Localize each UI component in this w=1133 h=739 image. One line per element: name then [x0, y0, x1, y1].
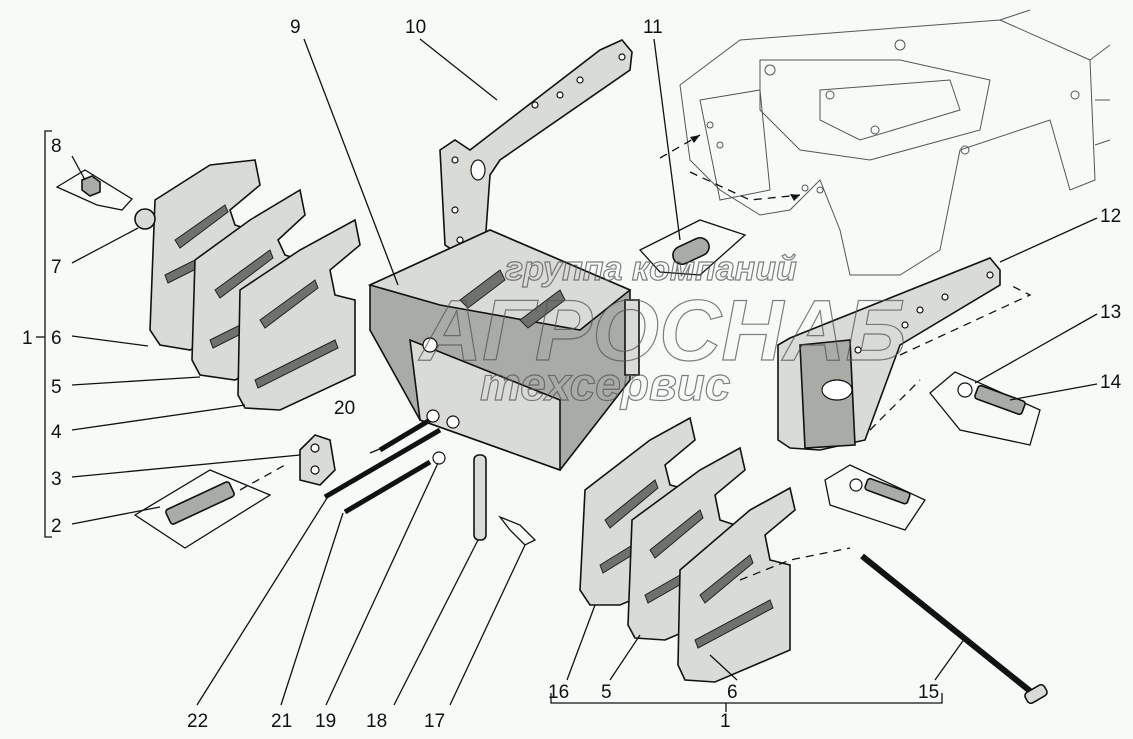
part-13-14-fasteners [929, 371, 1041, 446]
tractor-frame [679, 9, 1111, 276]
watermark: группа компаний АГРОСНАБ техсервис [417, 249, 907, 410]
callout-2: 2 [51, 516, 62, 537]
left-weight-stack [149, 159, 361, 411]
pins-and-washers [323, 409, 460, 515]
callout-8: 8 [51, 136, 62, 157]
callout-11: 11 [643, 17, 663, 38]
watermark-line-3: техсервис [480, 358, 730, 410]
part-10-bracket [439, 39, 633, 256]
part-17-clip [498, 515, 537, 546]
part-12-bracket [777, 257, 1032, 451]
callout-3: 3 [51, 469, 62, 490]
callout-1-bottom: 1 [720, 711, 731, 732]
callout-10: 10 [405, 17, 426, 38]
callout-5-left: 5 [51, 377, 62, 398]
watermark-line-1: группа компаний [505, 250, 797, 288]
callout-9: 9 [290, 17, 301, 38]
callout-5-bottom: 5 [601, 682, 612, 703]
mounting-guides-frame [659, 134, 801, 201]
weight-plate-4-left [237, 218, 361, 411]
lower-fasteners [824, 464, 926, 531]
callout-6-left: 6 [51, 328, 62, 349]
leader-lines [71, 38, 1098, 706]
part-11-pin [638, 219, 747, 276]
part-2-bolt [133, 464, 286, 549]
callout-16: 16 [548, 682, 569, 703]
callout-13: 13 [1100, 302, 1121, 323]
callout-19: 19 [315, 711, 336, 732]
part-15-rod [860, 553, 1048, 705]
callout-17: 17 [424, 711, 445, 732]
right-weight-stack [579, 416, 851, 683]
callout-12: 12 [1100, 206, 1121, 227]
callout-20: 20 [334, 398, 355, 419]
watermark-line-2: АГРОСНАБ [418, 283, 906, 379]
callout-6-bottom: 6 [727, 682, 738, 703]
callout-1-left: 1 [22, 328, 33, 349]
callout-15: 15 [918, 682, 939, 703]
part-3-clevis [299, 434, 336, 486]
callout-labels: 1 8 7 6 5 4 3 2 9 10 11 12 13 14 20 16 5… [22, 17, 1122, 732]
weight-plate-6-right [677, 486, 851, 683]
callout-4: 4 [51, 422, 62, 443]
part-8-nut [55, 169, 134, 211]
part-7-bushing [134, 208, 156, 230]
bottom-group-bracket [550, 693, 943, 712]
callout-14: 14 [1100, 372, 1122, 393]
part-18-pin [473, 454, 487, 541]
callout-7: 7 [51, 257, 62, 278]
callout-21: 21 [271, 711, 292, 732]
callout-22: 22 [187, 711, 208, 732]
callout-18: 18 [366, 711, 387, 732]
left-group-bracket [36, 130, 52, 538]
